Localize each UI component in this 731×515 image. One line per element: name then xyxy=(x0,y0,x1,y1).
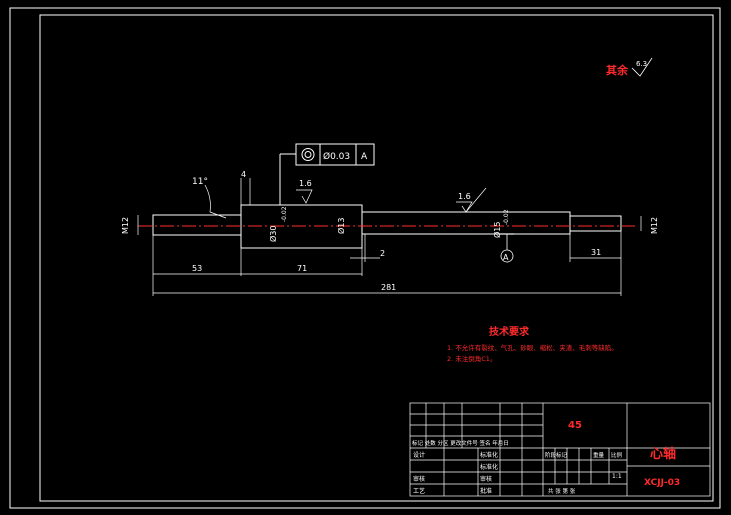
roughness-note: 其余 xyxy=(606,63,629,77)
dim-len-left: 53 xyxy=(192,264,202,273)
label-std-check: 标准化 xyxy=(480,463,498,471)
note-item-1: 1. 不允许有裂纹、气孔、砂眼、缩松、夹渣、毛刺等缺陷。 xyxy=(447,343,618,352)
dim-angle: 11° xyxy=(192,177,208,187)
dimension-lines xyxy=(152,231,622,296)
label-design: 设计 xyxy=(413,451,425,459)
rough-shaft: 1.6 xyxy=(458,192,471,201)
label-stage: 阶段标记 xyxy=(545,451,568,459)
dim-shoulder: 4 xyxy=(241,170,246,179)
label-verify: 审核 xyxy=(480,475,492,483)
dim-left-thread: M12 xyxy=(121,217,130,234)
rev-header: 标记 处数 分区 更改文件号 签名 年月日 xyxy=(412,439,509,447)
label-process: 工艺 xyxy=(413,487,425,495)
inner-frame xyxy=(39,14,714,502)
dim-total-len: 281 xyxy=(381,283,396,292)
part-code: XCJJ-03 xyxy=(644,478,680,488)
dim-mid-dia: Ø13 xyxy=(336,218,346,234)
outer-frame xyxy=(9,7,721,509)
label-approve: 批准 xyxy=(480,487,492,495)
rough-main: 1.6 xyxy=(299,179,312,188)
scale-value: 1:1 xyxy=(612,473,622,480)
material: 45 xyxy=(568,420,582,431)
dim-shaft-dia: Ø15 xyxy=(492,222,502,238)
dim-len-main: 71 xyxy=(297,264,307,273)
dim-right-thread: M12 xyxy=(650,217,659,234)
label-check: 审核 xyxy=(413,475,425,483)
tolerance-datum: A xyxy=(361,152,368,162)
roughness-default-value: 6.3 xyxy=(636,60,647,68)
dim-main-dia-tol: -0.02 xyxy=(281,206,288,222)
datum-label: A xyxy=(503,253,509,262)
part-name: 心轴 xyxy=(650,446,676,462)
roughness-symbol xyxy=(631,57,653,77)
label-scale: 比例 xyxy=(611,451,623,459)
tolerance-value: Ø0.03 xyxy=(323,151,350,162)
label-standardize: 标准化 xyxy=(480,451,498,459)
note-item-2: 2. 未注倒角C1。 xyxy=(447,354,496,363)
label-sheet: 共 张 第 张 xyxy=(548,487,576,495)
notes-heading: 技术要求 xyxy=(489,325,530,338)
datum-circle xyxy=(500,249,514,263)
title-block xyxy=(409,402,711,497)
tolerance-frame: Ø0.03 A xyxy=(279,143,375,205)
dim-shaft-dia-tol: -0.02 xyxy=(503,209,510,225)
label-weight: 重量 xyxy=(593,451,605,459)
dim-main-dia: Ø30 xyxy=(268,226,278,242)
dim-len-right: 31 xyxy=(591,248,601,257)
dim-gap: 2 xyxy=(380,249,385,258)
